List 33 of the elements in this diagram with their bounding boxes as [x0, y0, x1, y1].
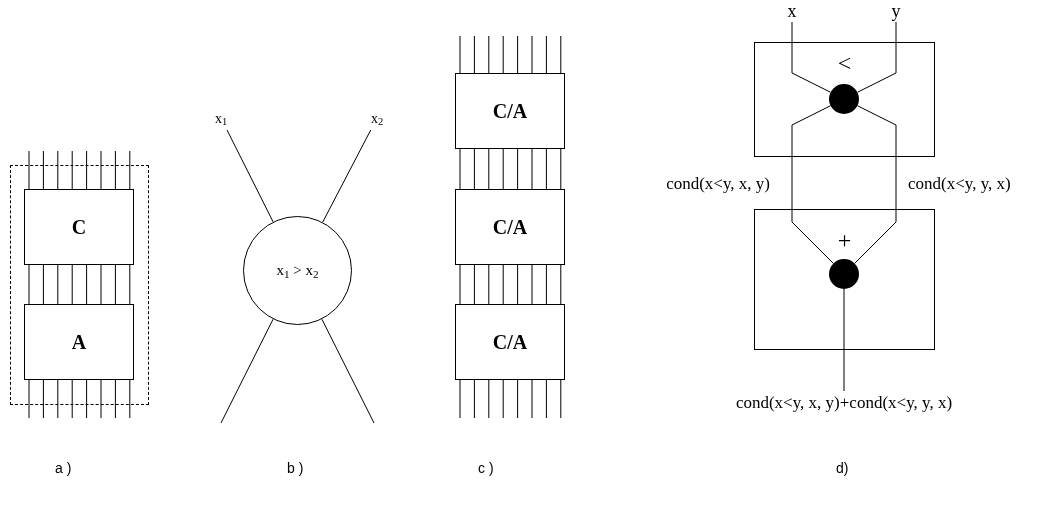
dashed-outline-box — [10, 165, 149, 405]
block-box: C/A — [455, 189, 565, 265]
block-box: C/A — [455, 304, 565, 380]
input-label: x — [783, 0, 801, 22]
output-label: cond(x<y, x, y)+cond(x<y, y, x) — [679, 391, 1009, 415]
panel-label: d) — [836, 459, 849, 478]
block-box: C/A — [455, 73, 565, 149]
connector-line — [321, 318, 375, 424]
panel-label: b ) — [287, 459, 304, 478]
wire-bundle — [28, 379, 131, 419]
connector-line — [322, 129, 372, 223]
wire-bundle — [28, 150, 131, 190]
connector-line — [220, 318, 274, 424]
wire-bundle — [459, 35, 562, 74]
connector-line — [856, 21, 897, 93]
wire-bundle — [28, 264, 131, 305]
input-label: x$_{1}$ — [208, 106, 234, 130]
connector-line — [843, 288, 845, 392]
block-box: A — [24, 304, 134, 380]
connector-line — [226, 129, 274, 223]
wire-bundle — [459, 379, 562, 419]
input-label: x$_{2}$ — [364, 106, 390, 130]
connector-line — [791, 105, 834, 264]
operator-box: < — [754, 42, 935, 157]
connector-line — [854, 105, 897, 264]
input-label: y — [887, 0, 905, 22]
operator-box: + — [754, 209, 935, 350]
wire-bundle — [459, 148, 562, 190]
block-box: C — [24, 189, 134, 265]
connector-line — [791, 21, 832, 93]
wire-bundle — [459, 264, 562, 305]
panel-label: c ) — [478, 459, 494, 478]
panel-label: a ) — [55, 459, 72, 478]
